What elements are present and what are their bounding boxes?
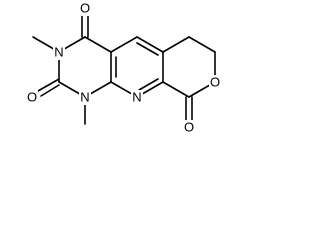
atom-mask-n8 <box>131 90 143 105</box>
chemical-structure-diagram: O N O N N O O <box>26 0 221 135</box>
bonds <box>32 12 216 125</box>
atom-label-n3: N <box>54 44 63 59</box>
bond-c2-o-1 <box>37 78 60 92</box>
bond-c5-c5a <box>136 36 164 53</box>
bond-c9-c9b <box>162 81 190 98</box>
bond-c5-c5a-inner <box>136 42 159 56</box>
atom-mask-o-ring <box>209 75 221 90</box>
atom-mask-o-c2 <box>26 90 38 105</box>
atom-label-o-c9: O <box>184 119 194 134</box>
atom-label-n8: N <box>132 89 141 104</box>
atom-mask-n1 <box>79 90 91 105</box>
atom-label-o-c2: O <box>27 89 37 104</box>
bond-c2-o-2 <box>40 84 60 97</box>
bond-c4-c4a <box>84 36 112 53</box>
atom-label-o-ring: O <box>210 74 220 89</box>
bond-c6-c7 <box>188 36 216 53</box>
atom-label-o-c4: O <box>80 0 90 15</box>
atom-label-n1: N <box>80 89 89 104</box>
atom-mask-o-c4 <box>79 1 91 16</box>
bond-c4a-c5 <box>110 36 138 53</box>
atom-mask-o-c9 <box>183 120 195 135</box>
atom-mask-n3 <box>53 45 65 60</box>
bond-c9b-n8-inner <box>138 78 159 91</box>
bond-c5a-c6 <box>162 36 190 53</box>
atom-labels: O N O N N O O <box>26 0 221 135</box>
